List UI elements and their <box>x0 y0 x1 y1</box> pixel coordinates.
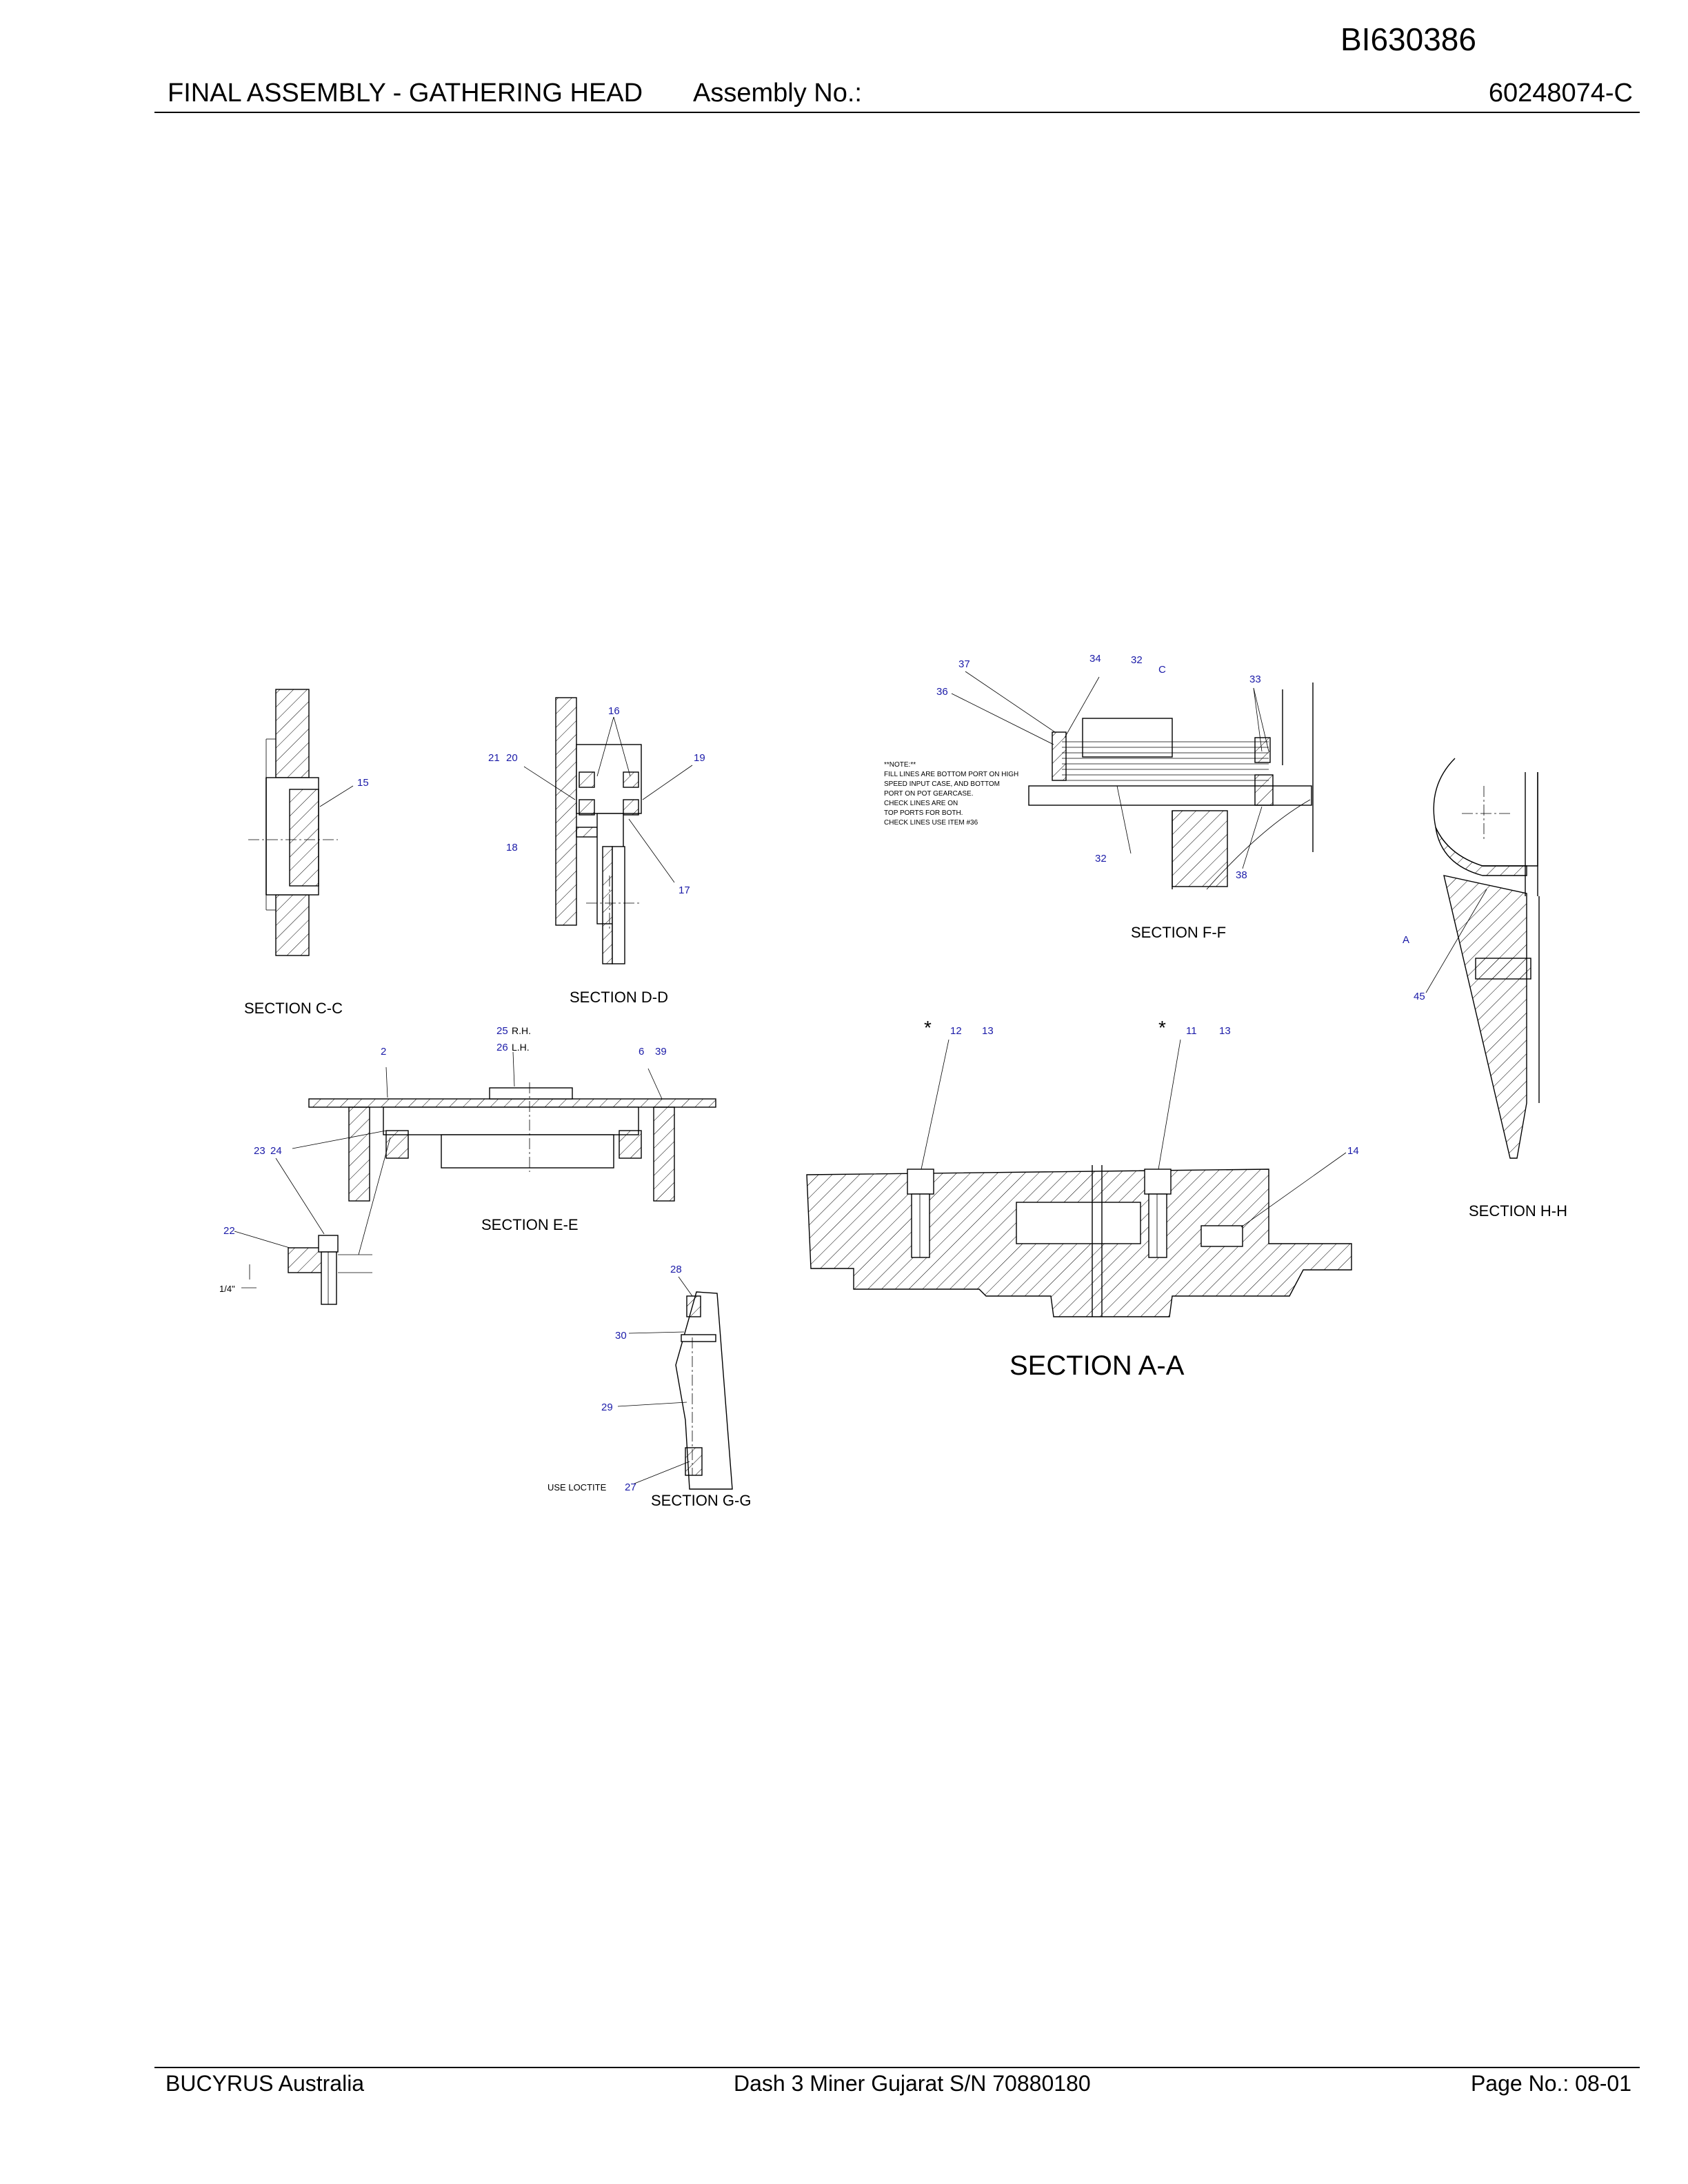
callout-36: 36 <box>936 686 948 698</box>
callout-26: 26 <box>496 1042 508 1053</box>
note-line: SPEED INPUT CASE, AND BOTTOM <box>884 780 1000 788</box>
note-line: CHECK LINES ARE ON <box>884 800 958 807</box>
rh-label: R.H. <box>512 1025 531 1036</box>
callout-29: 29 <box>601 1402 613 1413</box>
callout-37: 37 <box>958 658 970 670</box>
callout-12: 12 <box>950 1025 962 1037</box>
callout-16: 16 <box>608 705 620 717</box>
section-ee-label: SECTION E-E <box>481 1216 579 1233</box>
callout-6: 6 <box>639 1046 644 1058</box>
note-line: TOP PORTS FOR BOTH. <box>884 809 963 817</box>
section-ff-label: SECTION F-F <box>1131 924 1226 941</box>
note-line: **NOTE:** <box>884 761 916 769</box>
callout-a: A <box>1403 934 1409 946</box>
callout-11: 11 <box>1186 1025 1197 1037</box>
lh-label: L.H. <box>512 1042 530 1053</box>
loctite-note: USE LOCTITE <box>547 1482 607 1493</box>
footer-company: BUCYRUS Australia <box>165 2071 365 2096</box>
section-aa-label: SECTION A-A <box>1009 1351 1185 1381</box>
section-ee-view <box>234 1051 716 1305</box>
callout-c: C <box>1158 664 1166 676</box>
note-line: PORT ON POT GEARCASE. <box>884 790 973 798</box>
callout-24: 24 <box>270 1145 282 1157</box>
footer-page-number: Page No.: 08-01 <box>1470 2071 1631 2096</box>
section-ff-view <box>951 671 1314 890</box>
assembly-number-label: Assembly No.: <box>693 79 862 108</box>
assembly-number: 60248074-C <box>1488 79 1633 108</box>
section-dd-view <box>523 697 693 964</box>
document-id: BI630386 <box>1340 21 1476 57</box>
section-dd-label: SECTION D-D <box>570 989 668 1006</box>
footer-rule <box>154 2067 1640 2068</box>
section-gg-view <box>617 1276 733 1490</box>
fill-lines-note: **NOTE:** FILL LINES ARE BOTTOM PORT ON … <box>884 761 1018 827</box>
section-hh-view <box>1425 758 1540 1159</box>
callout-30: 30 <box>615 1330 627 1342</box>
star-marker-left: * <box>924 1017 932 1038</box>
callout-25: 25 <box>496 1025 508 1037</box>
callout-22: 22 <box>223 1225 235 1237</box>
callout-14: 14 <box>1347 1145 1359 1157</box>
header-rule <box>154 112 1640 113</box>
callout-18: 18 <box>506 842 518 853</box>
callout-23: 23 <box>254 1145 265 1157</box>
callout-13-left: 13 <box>982 1025 994 1037</box>
star-marker-right: * <box>1158 1017 1166 1038</box>
callout-13-right: 13 <box>1219 1025 1231 1037</box>
callout-32-bottom: 32 <box>1095 853 1107 865</box>
section-hh-label: SECTION H-H <box>1469 1202 1567 1220</box>
callout-17: 17 <box>679 884 690 896</box>
note-line: FILL LINES ARE BOTTOM PORT ON HIGH <box>884 771 1018 778</box>
callout-34: 34 <box>1089 653 1101 665</box>
note-line: CHECK LINES USE ITEM #36 <box>884 819 978 827</box>
callout-19: 19 <box>694 752 705 764</box>
callout-21: 21 <box>488 752 500 764</box>
footer-machine: Dash 3 Miner Gujarat S/N 70880180 <box>734 2071 1091 2096</box>
section-cc-label: SECTION C-C <box>244 1000 343 1017</box>
callout-38: 38 <box>1236 869 1247 881</box>
callout-15: 15 <box>357 777 369 789</box>
section-cc-view <box>248 689 354 956</box>
quarter-inch-dimension: 1/4" <box>219 1284 235 1294</box>
callout-27: 27 <box>625 1482 636 1493</box>
assembly-title: FINAL ASSEMBLY - GATHERING HEAD <box>168 79 643 108</box>
callout-33: 33 <box>1249 674 1261 685</box>
callout-28: 28 <box>670 1264 682 1275</box>
section-gg-label: SECTION G-G <box>651 1492 751 1509</box>
callout-20: 20 <box>506 752 518 764</box>
callout-45: 45 <box>1414 991 1425 1002</box>
callout-2: 2 <box>381 1046 386 1058</box>
callout-39: 39 <box>655 1046 667 1058</box>
section-aa-view <box>806 1039 1352 1317</box>
callout-32-top: 32 <box>1131 654 1143 666</box>
